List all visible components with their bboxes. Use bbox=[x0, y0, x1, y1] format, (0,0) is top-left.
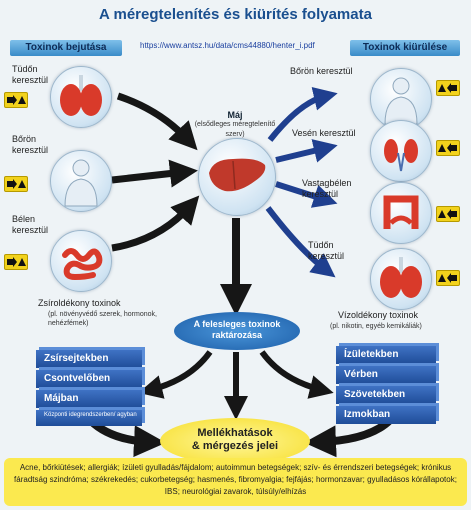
excretion-label-colon: Vastagbélen keresztül bbox=[302, 178, 352, 199]
water-soluble-title: Vízoldékony toxinok bbox=[338, 310, 419, 320]
fat-storage-box: Központi idegrendszerben/ agyban bbox=[36, 410, 142, 426]
warning-icon bbox=[4, 254, 28, 270]
warning-icon bbox=[436, 140, 460, 156]
warning-icon bbox=[4, 92, 28, 108]
header-intake: Toxinok bejutása bbox=[10, 40, 122, 56]
arrow-skin-to-liver bbox=[111, 159, 198, 188]
header-excretion: Toxinok kiürülése bbox=[350, 40, 460, 56]
colon-icon bbox=[370, 182, 432, 244]
storage-oval: A felesleges toxinok raktározása bbox=[174, 312, 300, 350]
fat-soluble-examples: (pl. növényvédő szerek, hormonok, nehézf… bbox=[48, 311, 157, 327]
kidney-icon bbox=[370, 120, 432, 182]
warning-icon bbox=[436, 80, 460, 96]
intake-label-skin: Bőrön keresztül bbox=[12, 134, 49, 155]
water-storage-box: Izmokban bbox=[336, 406, 436, 424]
side-effects-oval: Mellékhatások & mérgezés jelei bbox=[160, 418, 310, 464]
warning-icon bbox=[4, 176, 28, 192]
symptoms-box: Acne, bőrkiütések; allergiák; ízületi gy… bbox=[4, 458, 467, 506]
body-icon bbox=[50, 150, 112, 212]
water-soluble-examples: (pl. nikotin, egyéb kemikáliák) bbox=[330, 323, 422, 330]
fat-soluble-title: Zsíroldékony toxinok bbox=[38, 298, 121, 308]
arrow-storage-to-fat bbox=[138, 350, 213, 399]
excretion-label-skin: Bőrön keresztül bbox=[290, 66, 353, 76]
fat-storage-box: Májban bbox=[36, 390, 142, 408]
excretion-label-kidney: Vesén keresztül bbox=[292, 128, 356, 138]
intestine-icon bbox=[50, 230, 112, 292]
body-icon bbox=[370, 68, 432, 130]
fat-storage-extra: Központi idegrendszerben/ agyban bbox=[44, 412, 137, 418]
fat-storage-box: Csontvelőben bbox=[36, 370, 142, 388]
lungs-icon bbox=[50, 66, 112, 128]
warning-icon bbox=[436, 270, 460, 286]
arrow-lungs-to-liver bbox=[116, 92, 198, 151]
liver-icon bbox=[198, 138, 276, 216]
side-effects-line1: Mellékhatások bbox=[197, 427, 273, 439]
arrow-liver-to-skin bbox=[267, 87, 338, 142]
arrow-liver-to-lungs bbox=[265, 206, 336, 278]
arrow-liver-to-colon bbox=[275, 181, 338, 208]
water-storage-box: Szövetekben bbox=[336, 386, 436, 404]
intake-label-lungs: Tüdőn keresztül bbox=[12, 64, 49, 85]
fat-storage-box: Zsírsejtekben bbox=[36, 350, 142, 368]
arrow-liver-to-kidney bbox=[275, 139, 338, 163]
liver-subtitle: (elsődleges méregtelenítő szerv) bbox=[194, 121, 276, 138]
arrow-storage-to-water bbox=[259, 350, 334, 399]
water-storage-box: Ízületekben bbox=[336, 346, 436, 364]
excretion-label-lungs: Tüdőn keresztül bbox=[308, 240, 345, 261]
source-url[interactable]: https://www.antsz.hu/data/cms44880/hente… bbox=[140, 41, 315, 50]
water-storage-box: Vérben bbox=[336, 366, 436, 384]
intake-label-gut: Bélen keresztül bbox=[12, 214, 49, 235]
liver-label: Máj (elsődleges méregtelenítő szerv) bbox=[190, 110, 280, 140]
liver-title: Máj bbox=[227, 110, 243, 120]
warning-icon bbox=[436, 206, 460, 222]
lungs-icon bbox=[370, 248, 432, 310]
arrow-gut-to-liver bbox=[111, 195, 200, 252]
side-effects-line2: & mérgezés jelei bbox=[191, 440, 279, 452]
diagram-title: A méregtelenítés és kiürítés folyamata bbox=[99, 6, 372, 23]
